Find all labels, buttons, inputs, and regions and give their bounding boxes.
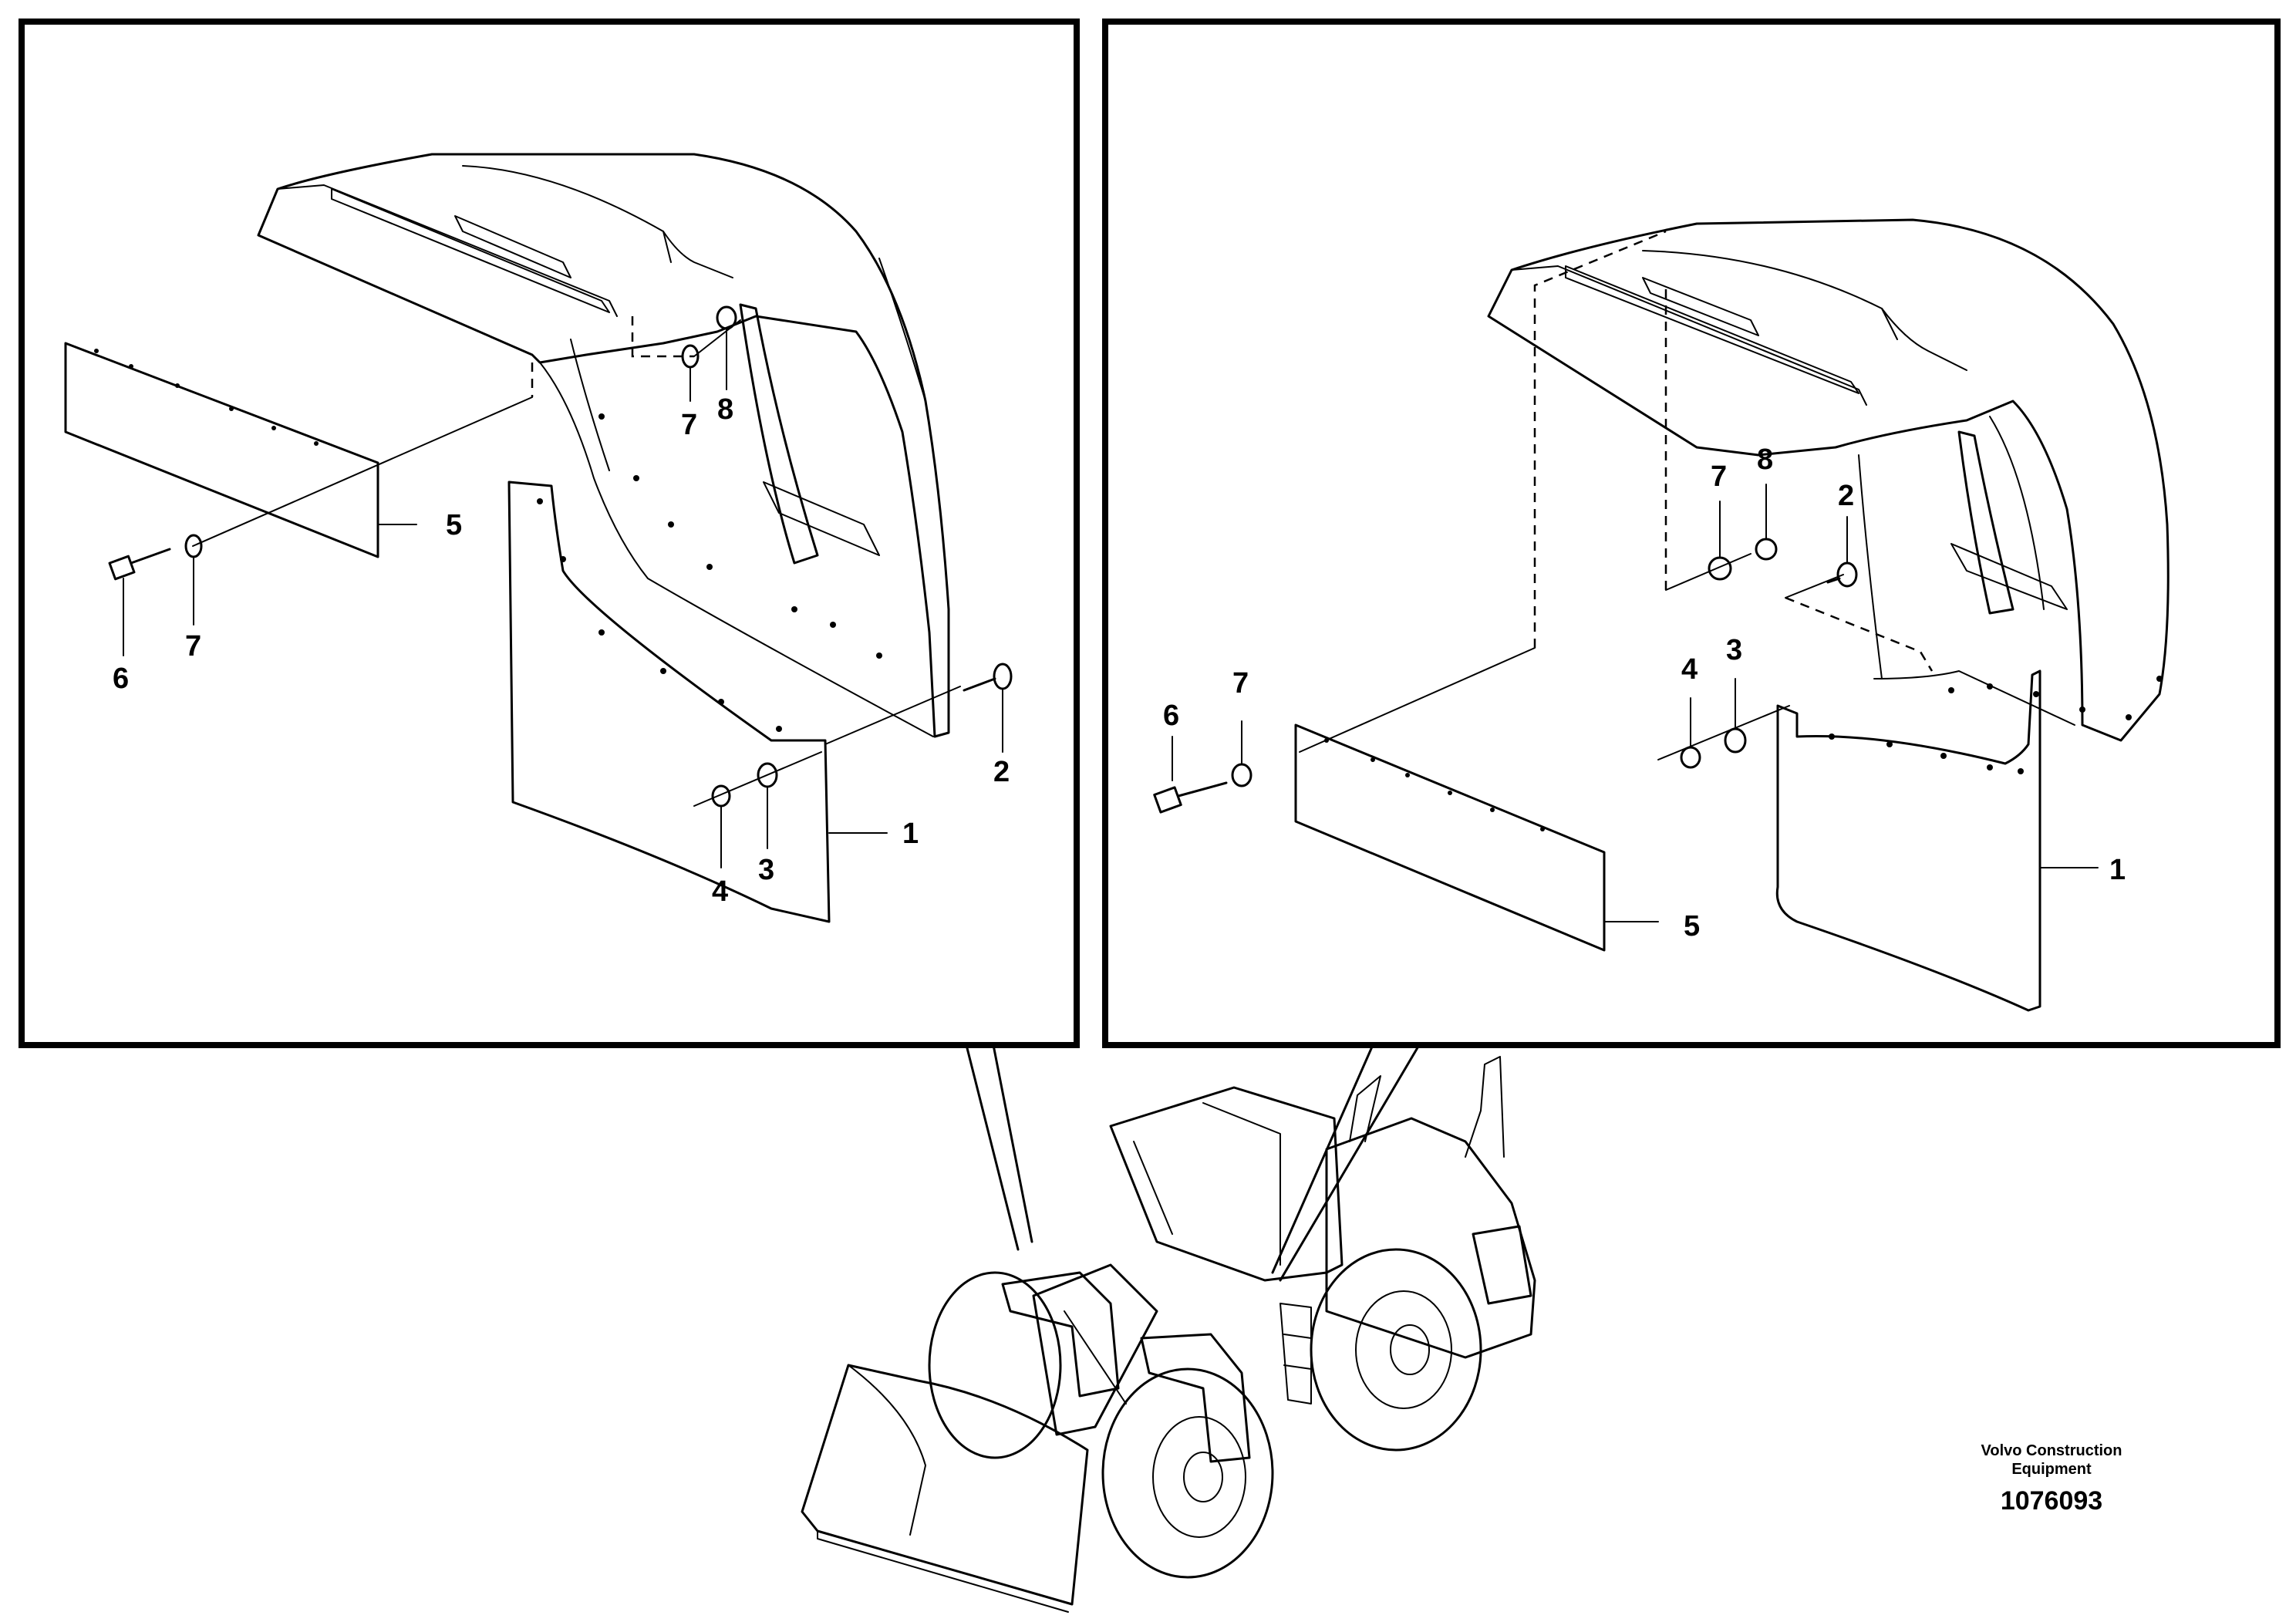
left-label-7b: 7: [185, 630, 201, 663]
left-fender: [257, 153, 950, 738]
left-label-2: 2: [993, 756, 1010, 788]
right-label-8: 8: [1757, 443, 1773, 476]
left-label-6: 6: [113, 663, 129, 695]
right-part-1-mudflap: [1775, 669, 2099, 1012]
left-fender-holes: [598, 413, 882, 659]
right-panel: 6 7 7 8 2 3 4 5 1: [1102, 19, 2281, 1048]
caption: Volvo Construction Equipment 1076093: [1981, 1442, 2122, 1516]
left-label-7a: 7: [681, 409, 697, 441]
company-name-line1: Volvo Construction: [1981, 1442, 2122, 1459]
right-panel-frame: [1102, 19, 2281, 1048]
right-label-4: 4: [1681, 653, 1698, 686]
left-panel: 5 6 7 7 8 2 1 3 4: [19, 19, 1080, 1048]
right-label-6: 6: [1163, 700, 1179, 732]
right-label-3: 3: [1726, 634, 1742, 666]
left-label-1: 1: [902, 818, 919, 850]
right-label-1: 1: [2109, 854, 2126, 886]
left-part-1-mudflap: [507, 481, 888, 923]
left-part-labels: 5 6 7 7 8 2 1 3 4: [113, 393, 1010, 908]
left-label-8: 8: [717, 393, 733, 426]
drawing-number: 1076093: [2001, 1486, 2102, 1516]
company-name-line2: Equipment: [2011, 1461, 2092, 1478]
right-assembly-lines: [1299, 230, 1934, 760]
callout-pointers: [965, 1044, 1421, 1282]
right-label-7a: 7: [1711, 460, 1727, 493]
left-part-5-flap: [64, 342, 417, 558]
right-label-7b: 7: [1232, 667, 1249, 700]
right-leaders: [1172, 484, 1848, 781]
left-label-4: 4: [712, 875, 728, 908]
right-fender-holes: [1948, 676, 2163, 720]
right-part-labels: 6 7 7 8 2 3 4 5 1: [1163, 443, 2126, 943]
wheel-loader-illustration: [801, 1056, 1536, 1613]
left-bolt-6: [108, 548, 171, 581]
right-fender: [1487, 218, 2170, 742]
right-bolt-6: [1153, 781, 1228, 814]
left-leaders: [123, 328, 1003, 868]
left-panel-frame: [19, 19, 1080, 1048]
right-label-5: 5: [1684, 910, 1700, 943]
left-label-5: 5: [446, 509, 462, 541]
left-label-3: 3: [758, 854, 774, 886]
right-label-2: 2: [1838, 480, 1854, 512]
